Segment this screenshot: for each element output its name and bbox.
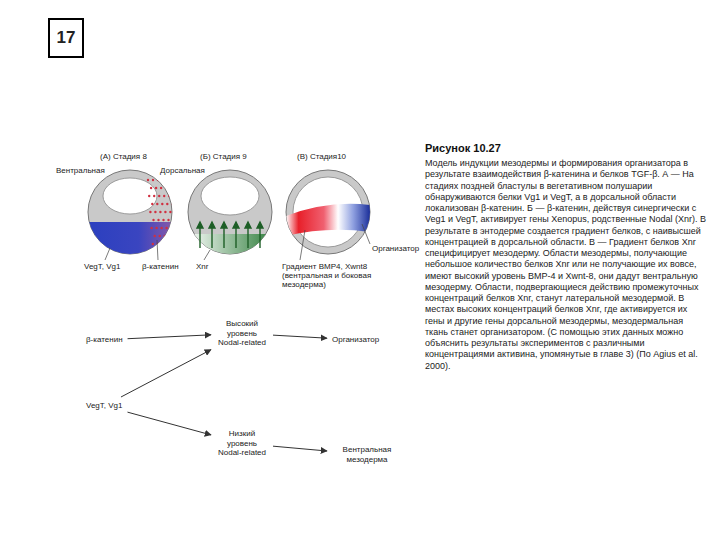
beta-catenin-dot <box>149 211 151 213</box>
beta-catenin-dot <box>168 195 170 197</box>
stage10-embryo <box>286 170 370 254</box>
node-text: Высокий уровень Nodal-related <box>216 319 268 348</box>
beta-catenin-dot <box>165 187 167 189</box>
figure-title: Рисунок 10.27 <box>425 142 501 154</box>
beta-catenin-dot <box>162 219 164 221</box>
signal-arrowhead <box>221 222 227 228</box>
flow-arrow <box>273 446 327 451</box>
figure-label: (Б) Стадия 9 <box>200 152 247 161</box>
beta-catenin-dot <box>154 235 156 237</box>
beta-catenin-dot <box>170 227 172 229</box>
level-label: Высокий уровень Nodal-related <box>214 318 270 349</box>
signal-arrow <box>247 226 248 248</box>
beta-catenin-dot <box>150 187 152 189</box>
beta-catenin-dot <box>161 203 163 205</box>
signal-arrow <box>211 226 212 248</box>
outcome-label: Вентральная мезодерма <box>330 444 404 465</box>
figure-label: Градиент BMP4, Xwnt8 (вентральная и боко… <box>282 262 382 290</box>
leader-lines <box>105 224 370 260</box>
beta-catenin-dot <box>160 227 162 229</box>
beta-catenin-dot <box>171 203 173 205</box>
beta-catenin-dot <box>152 219 154 221</box>
signal-arrowhead <box>245 222 251 228</box>
figure-label: VegT, Vg1 <box>84 262 120 271</box>
beta-catenin-dot <box>160 187 162 189</box>
stage9-embryo <box>186 170 274 264</box>
flow-arrow <box>121 350 211 397</box>
node-text: Вентральная мезодерма <box>332 445 402 464</box>
beta-catenin-dot <box>164 235 166 237</box>
figure-label: Дорсальная <box>160 166 205 175</box>
beta-catenin-dot <box>169 235 171 237</box>
beta-catenin-dot <box>150 227 152 229</box>
beta-catenin-dot <box>152 243 154 245</box>
beta-catenin-dot <box>162 243 164 245</box>
beta-catenin-dot <box>157 179 159 181</box>
stage8-embryo <box>86 170 176 262</box>
beta-catenin-dot <box>156 203 158 205</box>
signal-arrowhead <box>197 222 203 228</box>
beta-catenin-dot <box>169 211 171 213</box>
beta-catenin-dot <box>148 195 150 197</box>
beta-catenin-dot <box>162 179 164 181</box>
signal-arrowhead <box>257 222 263 228</box>
outcome-label: Организатор <box>330 334 381 346</box>
signal-arrow <box>259 226 260 248</box>
slide-number: 17 <box>48 18 84 58</box>
signal-arrowhead <box>209 222 215 228</box>
beta-catenin-dot <box>174 235 176 237</box>
figure-label: Организатор <box>372 244 419 253</box>
node-text: Организатор <box>332 335 379 345</box>
level-label: Низкий уровень Nodal-related <box>214 428 270 459</box>
beta-catenin-dot <box>172 243 174 245</box>
flow-arrow <box>127 412 211 435</box>
factor-label: β-катенин <box>84 334 125 346</box>
beta-catenin-dot <box>155 187 157 189</box>
beta-catenin-dot <box>155 227 157 229</box>
beta-catenin-dot <box>166 203 168 205</box>
factor-label: VegT, Vg1 <box>84 400 124 412</box>
beta-catenin-dot <box>170 187 172 189</box>
figure-label: β-катенин <box>142 262 179 271</box>
signal-arrow <box>199 226 200 248</box>
beta-catenin-dot <box>159 235 161 237</box>
beta-catenin-dot <box>167 219 169 221</box>
node-text: 17 <box>50 20 82 56</box>
figure-label: Xnr <box>196 262 208 271</box>
beta-catenin-dot <box>152 179 154 181</box>
flow-arrow <box>273 335 327 338</box>
beta-catenin-dot <box>167 243 169 245</box>
node-text: VegT, Vg1 <box>86 401 122 411</box>
beta-catenin-dot <box>163 195 165 197</box>
signal-arrow <box>223 226 224 248</box>
beta-catenin-dot <box>158 195 160 197</box>
beta-catenin-dot <box>159 211 161 213</box>
beta-catenin-dot <box>172 219 174 221</box>
figure-label: (В) Стадия10 <box>297 152 346 161</box>
figure-label: Вентральная <box>56 166 105 175</box>
figure-caption: Модель индукции мезодермы и формирования… <box>425 158 707 372</box>
beta-catenin-dot <box>151 203 153 205</box>
beta-catenin-dot <box>165 227 167 229</box>
node-text: β-катенин <box>86 335 123 345</box>
beta-catenin-dot <box>157 219 159 221</box>
signal-arrow <box>235 226 236 248</box>
node-text: Низкий уровень Nodal-related <box>216 429 268 458</box>
beta-catenin-dot <box>167 179 169 181</box>
flow-arrow <box>128 335 211 339</box>
beta-catenin-dot <box>147 179 149 181</box>
signal-arrowhead <box>233 222 239 228</box>
beta-catenin-dot <box>164 211 166 213</box>
beta-catenin-dot <box>153 195 155 197</box>
figure-label: (А) Стадия 8 <box>100 152 147 161</box>
beta-catenin-dot <box>154 211 156 213</box>
